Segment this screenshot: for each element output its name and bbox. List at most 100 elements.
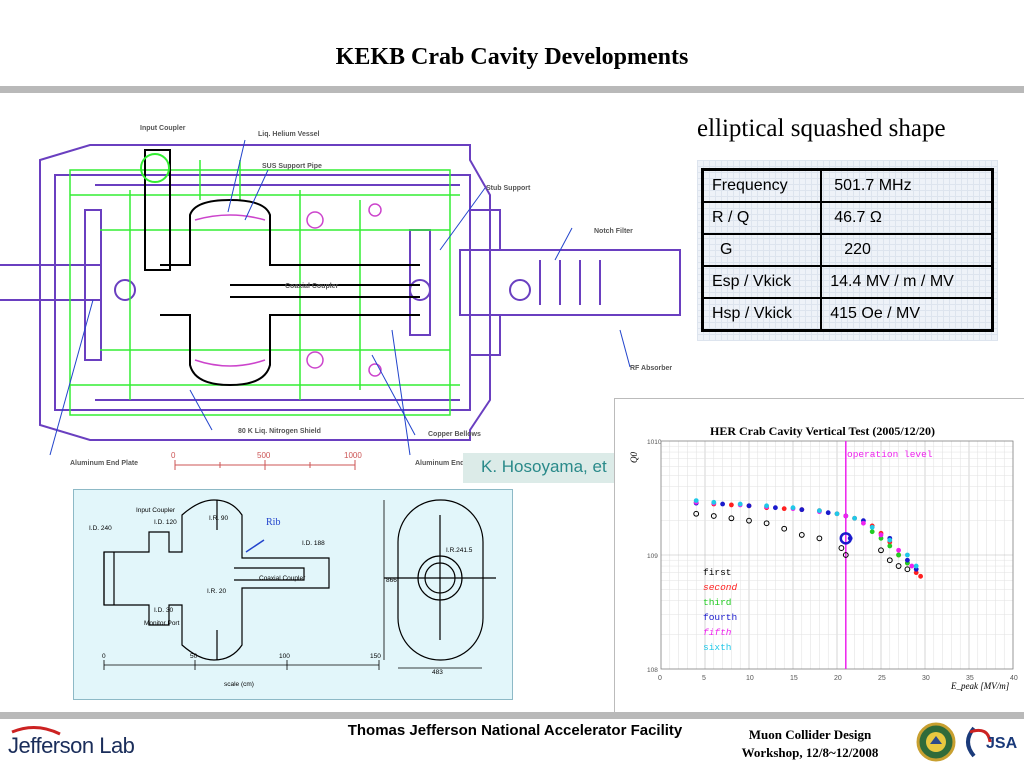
- plot-frame: [660, 440, 1014, 670]
- legend-item-second: second: [703, 582, 738, 593]
- data-point-fourth: [746, 503, 752, 509]
- cavity-shape-drawing: Input Coupler I.D. 120 I.D. 240 I.R. 90 …: [73, 489, 513, 700]
- param-name: Esp / Vkick: [701, 265, 823, 299]
- table-row: R / Q 46.7 Ω: [701, 201, 994, 235]
- data-point-first: [693, 510, 700, 517]
- doe-seal-icon: [916, 722, 956, 762]
- data-point-fifth: [909, 563, 915, 569]
- y-tick-label: 108: [647, 667, 658, 674]
- operation-point-marker: [839, 532, 853, 545]
- data-point-sixth: [790, 505, 796, 511]
- data-point-second: [781, 506, 787, 512]
- shape-label-id-240: I.D. 240: [89, 525, 112, 532]
- param-value: 415 Oe / MV: [820, 297, 994, 332]
- label-ln2-shield: 80 K Liq. Nitrogen Shield: [238, 428, 321, 435]
- legend-item-third: third: [703, 597, 732, 608]
- data-point-third: [896, 552, 901, 558]
- credit-label: K. Hosoyama, et: [463, 453, 621, 483]
- data-point-third: [869, 529, 875, 535]
- table-row: G 220: [701, 233, 994, 267]
- shape-scale-tick-2: 100: [279, 653, 290, 660]
- x-tick-label: 25: [878, 675, 886, 682]
- x-tick-label: 0: [658, 675, 662, 682]
- y-tick-label: 1010: [647, 439, 662, 446]
- label-rf-absorber: RF Absorber: [630, 365, 672, 372]
- data-point-first: [816, 535, 823, 542]
- x-tick-label: 10: [746, 675, 754, 682]
- parameter-table: Frequency 501.7 MHz R / Q 46.7 Ω G 220 E…: [701, 168, 994, 332]
- label-copper-bellows: Copper Bellows: [428, 431, 481, 438]
- legend-item-fourth: fourth: [703, 612, 737, 623]
- x-tick-label: 35: [966, 675, 974, 682]
- data-point-fourth: [720, 501, 725, 507]
- footer-divider: [0, 712, 1024, 719]
- data-point-sixth: [764, 503, 769, 509]
- table-row: Hsp / Vkick 415 Oe / MV: [701, 297, 994, 332]
- data-point-first: [842, 552, 849, 558]
- data-point-first: [746, 517, 752, 524]
- param-name: R / Q: [701, 201, 823, 235]
- cryo-scale-tick-0: 0: [171, 451, 176, 460]
- data-point-fourth: [773, 505, 778, 511]
- param-value: 220: [820, 233, 994, 267]
- param-name: Hsp / Vkick: [701, 297, 823, 332]
- data-point-second: [918, 573, 923, 579]
- data-point-first: [710, 513, 717, 519]
- y-tick-label: 109: [647, 553, 658, 560]
- vertical-test-chart: HER Crab Cavity Vertical Test (2005/12/2…: [614, 398, 1024, 716]
- table-row: Esp / Vkick 14.4 MV / m / MV: [701, 265, 994, 299]
- operation-level-label: operation level: [847, 449, 933, 460]
- label-al-end-plate-right: Aluminum End Plate: [415, 460, 483, 467]
- shape-scale-tick-0: 0: [102, 653, 106, 660]
- shape-label-input-coupler: Input Coupler: [136, 507, 176, 514]
- param-value: 501.7 MHz: [820, 168, 994, 203]
- legend-item-sixth: sixth: [703, 642, 732, 653]
- label-input-coupler: Input Coupler: [140, 125, 186, 132]
- legend-item-first: first: [703, 567, 732, 578]
- x-tick-label: 15: [790, 675, 798, 682]
- chart-title: HER Crab Cavity Vertical Test (2005/12/2…: [710, 424, 935, 438]
- data-point-third: [878, 535, 884, 541]
- y-axis-label: Q0: [629, 452, 639, 463]
- cryo-scale-tick-1: 500: [257, 451, 271, 460]
- label-coaxial-coupler: Coaxial Coupler: [285, 283, 339, 290]
- data-point-fourth: [799, 507, 805, 513]
- jefferson-lab-logo: [11, 726, 61, 736]
- data-point-sixth: [711, 499, 717, 505]
- footer-workshop-line1: Muon Collider Design: [748, 727, 872, 742]
- shape-label-ir-90: I.R. 90: [209, 515, 229, 522]
- shape-scale-label: scale (cm): [224, 681, 254, 688]
- data-point-sixth: [834, 511, 840, 517]
- param-name: G: [701, 233, 823, 267]
- data-point-first: [838, 545, 845, 551]
- label-notch-filter: Notch Filter: [594, 228, 633, 235]
- shape-label-rib: Rib: [266, 517, 280, 528]
- data-point-third: [887, 543, 893, 549]
- jsa-logo-icon: JSA: [966, 726, 1018, 758]
- parameter-table-panel: Frequency 501.7 MHz R / Q 46.7 Ω G 220 E…: [697, 160, 998, 341]
- data-point-sixth: [693, 498, 699, 504]
- param-value: 46.7 Ω: [820, 201, 994, 235]
- param-value: 14.4 MV / m / MV: [820, 265, 994, 299]
- cryo-scale-tick-2: 1000: [344, 451, 362, 460]
- shape-label-483: 483: [432, 669, 443, 676]
- chart-marks: [693, 441, 923, 669]
- footer-facility: Thomas Jefferson National Accelerator Fa…: [347, 722, 683, 739]
- label-al-end-plate-left: Aluminum End Plate: [70, 460, 138, 467]
- data-point-fourth: [905, 557, 910, 563]
- shape-scale-tick-3: 150: [370, 653, 381, 660]
- data-point-sixth: [869, 524, 875, 530]
- shape-caption: elliptical squashed shape: [697, 115, 946, 142]
- data-point-first: [904, 566, 911, 573]
- data-point-fourth: [825, 510, 831, 516]
- data-point-first: [763, 520, 770, 527]
- shape-label-monitor-port: Monitor Port: [144, 620, 180, 627]
- data-point-first: [878, 547, 884, 554]
- data-point-second: [913, 570, 919, 576]
- x-tick-label: 5: [702, 675, 706, 682]
- shape-scale-tick-1: 50: [190, 653, 198, 660]
- data-point-first: [728, 515, 735, 522]
- x-tick-label: 40: [1010, 675, 1018, 682]
- cryomodule-drawing: Input Coupler Liq. Helium Vessel SUS Sup…: [0, 125, 681, 470]
